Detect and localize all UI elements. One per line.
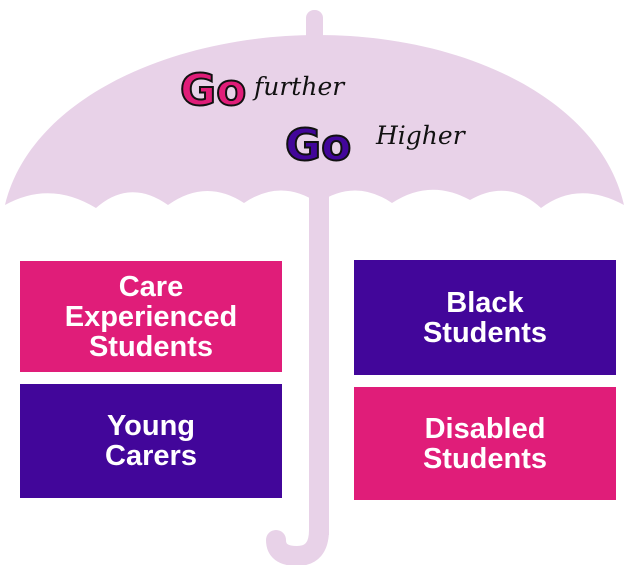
- black-students-box: Black Students: [354, 260, 616, 375]
- logo-further: further: [252, 72, 346, 101]
- logo-go-higher: Go Higher: [284, 119, 467, 172]
- young-carers-box: Young Carers: [20, 384, 282, 498]
- disabled-students-label: Disabled Students: [422, 412, 548, 475]
- umbrella-canopy: [5, 35, 624, 208]
- umbrella-handle: [266, 520, 329, 565]
- logo-higher: Higher: [375, 121, 467, 150]
- logo-go-further: Go further: [179, 64, 346, 117]
- logo-go-2: Go: [285, 120, 351, 171]
- disabled-students-box: Disabled Students: [354, 387, 616, 500]
- logo-go-1: Go: [180, 65, 246, 116]
- care-experienced-students-label: Care Experienced Students: [64, 270, 238, 363]
- umbrella-shaft: [309, 190, 329, 535]
- young-carers-label: Young Carers: [105, 410, 197, 472]
- black-students-label: Black Students: [422, 286, 548, 349]
- care-experienced-students-box: Care Experienced Students: [20, 261, 282, 372]
